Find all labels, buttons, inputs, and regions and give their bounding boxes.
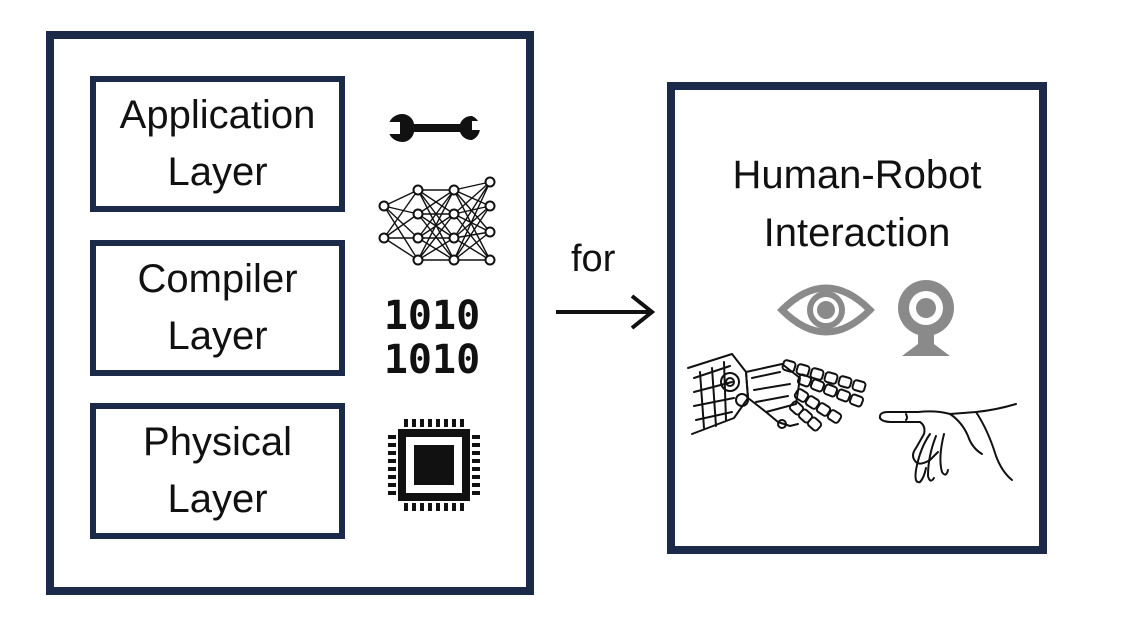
compiler-layer-label-line1: Compiler [137, 257, 298, 301]
neural-network-icon [378, 176, 496, 266]
human-hand-icon [878, 403, 1017, 484]
hri-title: Human-Robot Interaction [675, 146, 1039, 262]
arrow-right-icon [556, 294, 656, 330]
application-layer-label-line1: Application [119, 93, 316, 137]
compiler-layer-label-line2: Layer [167, 314, 268, 358]
webcam-icon [898, 280, 954, 356]
application-layer-label-line2: Layer [167, 150, 268, 194]
physical-layer-label-line1: Physical [143, 420, 292, 464]
hri-title-line2: Interaction [763, 211, 951, 255]
binary-row-2: 1010 [384, 337, 480, 383]
eye-icon [777, 284, 875, 336]
binary-code-icon: 1010 1010 [384, 293, 480, 383]
wrench-icon [388, 113, 486, 143]
robot-hand-icon [687, 353, 867, 435]
application-layer-box: Application Layer [90, 76, 345, 212]
compiler-layer-box: Compiler Layer [90, 240, 345, 376]
connector-label: for [571, 238, 616, 280]
physical-layer-label-line2: Layer [167, 477, 268, 521]
binary-row-1: 1010 [384, 293, 480, 339]
chip-icon [388, 419, 480, 511]
physical-layer-box: Physical Layer [90, 403, 345, 539]
hri-title-line1: Human-Robot [732, 153, 982, 197]
